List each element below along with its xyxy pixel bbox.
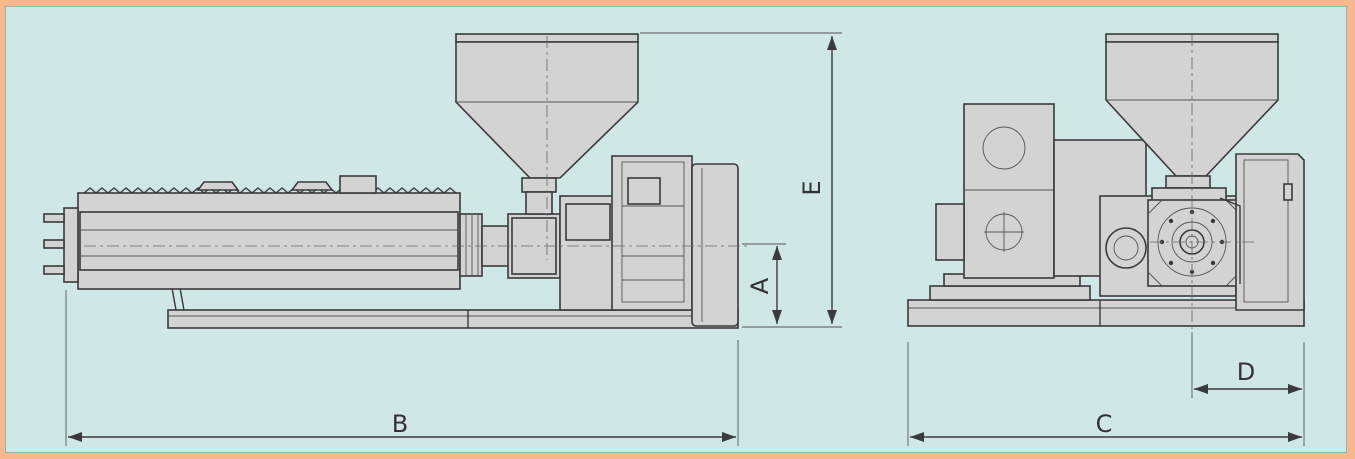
side-panel: [1235, 153, 1305, 311]
dimension-label-d: D: [1237, 358, 1255, 386]
front-view: [907, 33, 1305, 330]
control-cabinet: [963, 103, 1055, 279]
dimension-label-e: E: [798, 180, 826, 195]
nozzle-pin-2: [43, 239, 65, 249]
front-dimensions: [907, 332, 1305, 446]
side-view: [43, 33, 748, 329]
pulley-wheel: [1105, 227, 1147, 269]
nozzle-pin-3: [43, 265, 65, 275]
dimension-label-c: C: [1096, 410, 1113, 438]
side-dimensions: [65, 32, 842, 446]
dimension-label-a: A: [746, 277, 774, 294]
cabinet-gauge: [982, 126, 1026, 170]
dimension-label-b: B: [392, 410, 408, 438]
drive-motor: [691, 163, 739, 327]
side-base-rail: [167, 309, 739, 329]
nozzle-pin-1: [43, 213, 65, 223]
